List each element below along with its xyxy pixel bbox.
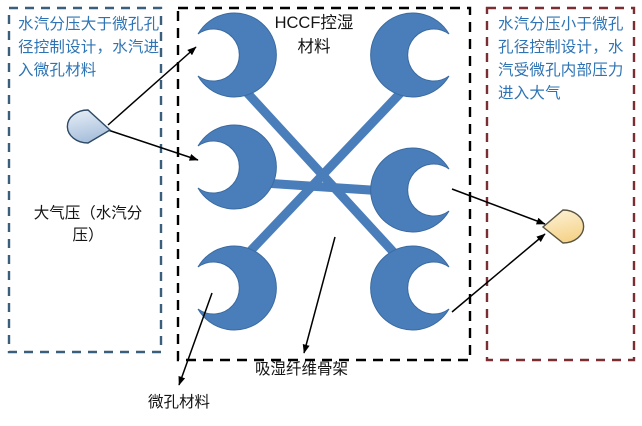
right-panel-description: 水汽分压小于微孔孔径控制设计，水汽受微孔内部压力进入大气	[498, 16, 624, 102]
arrow-fiber-label-pointer	[302, 236, 336, 354]
right-panel-box	[485, 6, 636, 362]
center-panel-box	[176, 6, 472, 362]
arrow-vapor-in-upper	[107, 46, 197, 126]
water-droplet-right	[541, 209, 585, 244]
left-panel-box	[7, 6, 163, 354]
fiber-skeleton-label: 吸湿纤维骨架	[255, 361, 349, 378]
micropore-particle-top-right	[370, 12, 450, 98]
micropore-particle-mid-left	[197, 124, 277, 210]
micropore-material-label: 微孔材料	[148, 394, 211, 411]
micropore-particle-bottom-right	[370, 245, 450, 331]
water-droplet-left	[66, 109, 112, 144]
micropore-particle-bottom-left	[197, 245, 277, 331]
micropore-particle-top-left	[197, 12, 277, 98]
center-panel-title: HCCF控湿 材料	[274, 14, 354, 56]
arrow-vapor-out-lower	[451, 233, 546, 313]
arrow-group	[107, 46, 546, 386]
micropore-particle-mid-right	[370, 147, 450, 233]
arrow-micropore-label-pointer	[178, 292, 213, 386]
arrow-vapor-out-upper	[451, 188, 546, 225]
left-panel-description: 水汽分压大于微孔孔径控制设计，水汽进入微孔材料	[18, 16, 160, 79]
micropore-particle-group	[197, 12, 450, 331]
fiber-connector-bottomleft-to-topright	[235, 80, 413, 267]
arrow-vapor-in-lower	[107, 129, 199, 161]
atmospheric-pressure-label: 大气压（水汽分 压）	[33, 205, 143, 244]
